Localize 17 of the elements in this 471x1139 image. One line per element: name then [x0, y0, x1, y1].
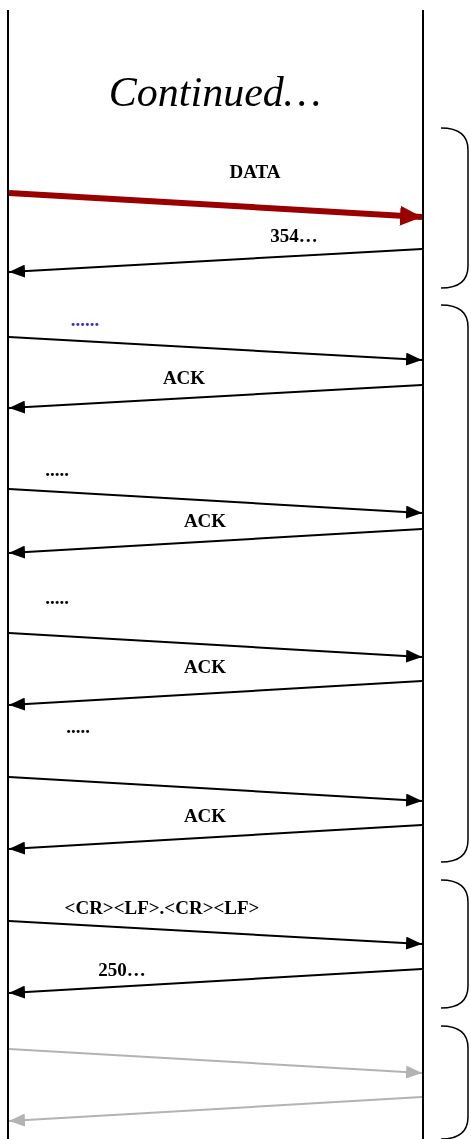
message-arrow — [8, 632, 423, 663]
message-arrow — [8, 336, 423, 366]
message-arrow — [8, 528, 423, 559]
message-arrow — [8, 248, 423, 278]
message-arrow — [8, 1096, 423, 1127]
lifeline — [422, 10, 424, 1139]
message-arrow — [8, 824, 423, 855]
message-arrow — [8, 1048, 423, 1079]
diagram-title: Continued… — [107, 68, 323, 116]
message-arrow — [8, 680, 423, 711]
message-arrow — [8, 384, 423, 414]
message-arrow — [8, 776, 423, 807]
message-arrow — [8, 488, 423, 519]
lifeline — [7, 10, 9, 1139]
message-arrow — [8, 920, 423, 950]
message-arrow — [8, 968, 423, 999]
message-arrow — [8, 190, 423, 226]
